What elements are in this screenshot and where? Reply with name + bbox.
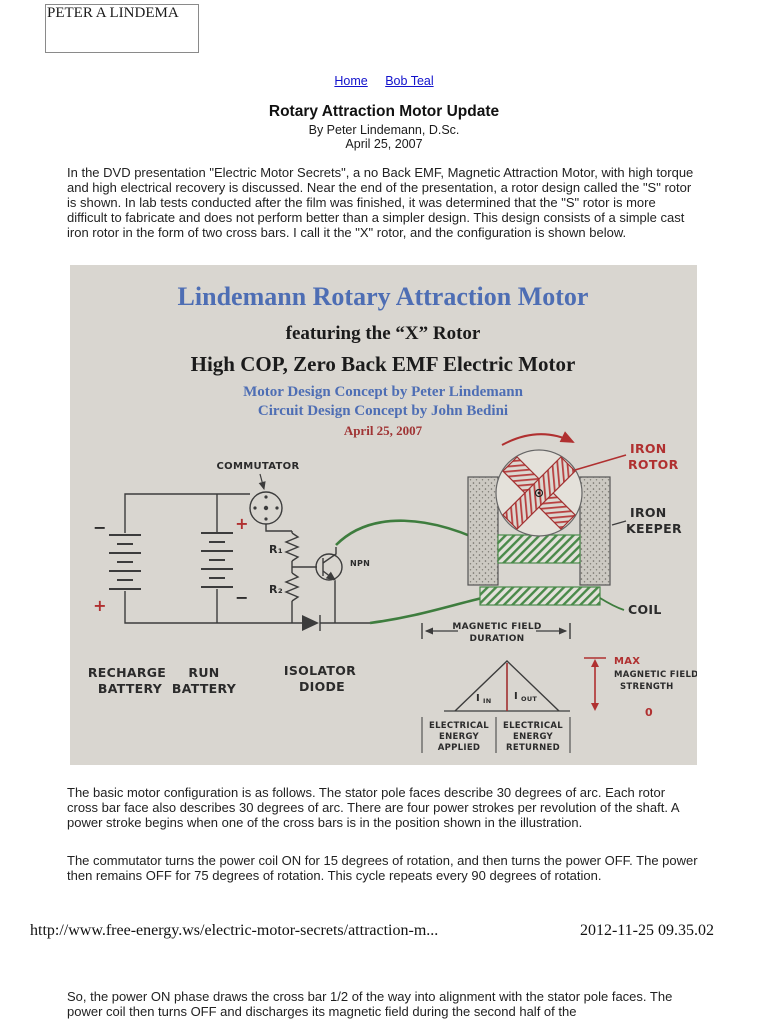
- figure-subtitle2: High COP, Zero Back EMF Electric Motor: [191, 352, 576, 376]
- zero-label: 0: [645, 706, 653, 719]
- energy-applied-label-2: ENERGY: [439, 732, 480, 742]
- nav-links: Home Bob Teal: [0, 74, 768, 88]
- energy-applied-label-3: APPLIED: [438, 743, 481, 753]
- iron-keeper-label: IRON: [630, 505, 667, 520]
- recharge-minus-sign: −: [93, 518, 107, 537]
- coil-pointer: [599, 597, 625, 611]
- bob-teal-link[interactable]: Bob Teal: [385, 74, 434, 88]
- header-name-box: PETER A LINDEMA: [45, 4, 199, 53]
- iron-rotor-label-2: ROTOR: [628, 457, 679, 472]
- paragraph-next-page: So, the power ON phase draws the cross b…: [67, 989, 673, 1019]
- coil-core: [497, 534, 581, 564]
- energy-returned-label-2: ENERGY: [513, 732, 554, 742]
- figure-credit-motor: Motor Design Concept by Peter Lindemann: [243, 384, 524, 400]
- resistor-r1: [284, 532, 300, 562]
- recharge-plus-sign: +: [93, 596, 107, 615]
- energy-applied-label: ELECTRICAL: [429, 721, 489, 731]
- byline: By Peter Lindemann, D.Sc.: [308, 123, 460, 137]
- commutator-label: COMMUTATOR: [217, 461, 300, 472]
- i-in-sub: IN: [483, 697, 491, 705]
- iron-rotor-label: IRON: [630, 441, 667, 456]
- paragraph-intro: In the DVD presentation "Electric Motor …: [67, 165, 694, 240]
- figure-subtitle: featuring the “X” Rotor: [286, 323, 481, 344]
- recharge-battery-label: RECHARGE: [88, 665, 166, 680]
- print-footer: http://www.free-energy.ws/electric-motor…: [30, 922, 714, 940]
- run-plus-sign: +: [235, 514, 249, 533]
- max-field-label: MAGNETIC FIELD: [614, 670, 697, 680]
- footer-url: http://www.free-energy.ws/electric-motor…: [30, 922, 439, 939]
- iron-keeper-pointer: [611, 520, 627, 526]
- iron-rotor-pointer: [574, 454, 627, 471]
- run-minus-sign: −: [235, 588, 249, 607]
- home-link[interactable]: Home: [334, 74, 368, 88]
- footer-timestamp: 2012-11-25 09.35.02: [579, 922, 714, 939]
- energy-returned-label: ELECTRICAL: [503, 721, 563, 731]
- isolator-diode-label: ISOLATOR: [284, 663, 356, 678]
- max-label: MAX: [614, 656, 640, 667]
- run-battery-symbol: [201, 532, 233, 588]
- paragraph-configuration: The basic motor configuration is as foll…: [67, 785, 679, 830]
- r1-label: R₁: [269, 543, 283, 556]
- header-name-text: PETER A LINDEMA: [47, 5, 179, 21]
- i-in-label: I: [476, 693, 480, 704]
- run-battery-label-2: BATTERY: [172, 681, 237, 696]
- energy-label-dividers: [421, 717, 571, 753]
- r2-label: R₂: [269, 583, 283, 596]
- npn-label: NPN: [350, 559, 370, 568]
- coil-winding: [479, 586, 601, 606]
- isolator-diode-label-2: DIODE: [299, 679, 345, 694]
- figure-title: Lindemann Rotary Attraction Motor: [178, 282, 589, 311]
- magnetic-field-duration-label-2: DURATION: [469, 634, 524, 644]
- motor-diagram-figure: Lindemann Rotary Attraction Motor featur…: [70, 265, 698, 765]
- recharge-battery-label-2: BATTERY: [98, 681, 163, 696]
- i-out-sub: OUT: [521, 695, 537, 703]
- iron-rotor: [495, 431, 583, 537]
- figure-date: April 25, 2007: [344, 423, 423, 438]
- max-strength-label: STRENGTH: [620, 682, 674, 692]
- magnetic-field-duration-arrows: [421, 623, 571, 639]
- paragraph-commutator: The commutator turns the power coil ON f…: [67, 853, 698, 883]
- rotation-arrow: [501, 431, 575, 446]
- energy-triangle-graph: [444, 660, 570, 712]
- iron-keeper: [467, 476, 611, 586]
- i-out-label: I: [514, 691, 518, 702]
- circuit-wires: [124, 493, 370, 624]
- coil-label: COIL: [628, 602, 662, 617]
- isolator-diode-symbol: [302, 615, 321, 631]
- figure-credit-circuit: Circuit Design Concept by John Bedini: [258, 403, 508, 419]
- magnetic-field-duration-label: MAGNETIC FIELD: [452, 622, 541, 632]
- article-date: April 25, 2007: [345, 137, 423, 151]
- motor-diagram: Lindemann Rotary Attraction Motor featur…: [88, 282, 698, 753]
- resistor-r2: [284, 572, 300, 602]
- energy-returned-label-3: RETURNED: [506, 743, 560, 753]
- npn-transistor-symbol: [315, 547, 343, 581]
- run-battery-label: RUN: [188, 665, 219, 680]
- commutator-symbol: [249, 473, 283, 525]
- recharge-battery-symbol: [109, 534, 141, 590]
- page-title: Rotary Attraction Motor Update: [268, 103, 500, 120]
- max-field-arrow: [584, 657, 606, 711]
- iron-keeper-label-2: KEEPER: [626, 521, 682, 536]
